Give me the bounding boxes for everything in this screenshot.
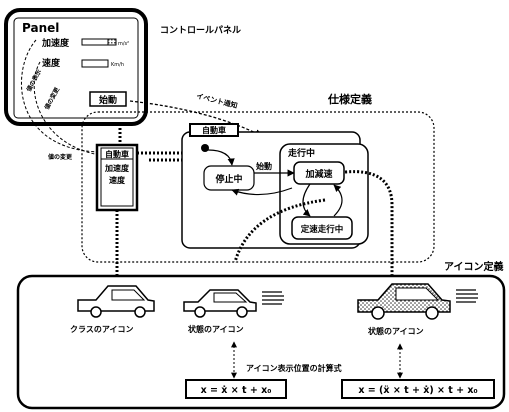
formula-2-text: x = (ẍ × t + ẋ) × t + x₀ — [358, 385, 477, 396]
class-attr-accel: 加速度 — [104, 163, 130, 173]
cruise-to-icon-link — [233, 198, 326, 263]
initial-transition — [207, 149, 235, 166]
state-running-label: 走行中 — [287, 147, 315, 159]
accel-to-cruise — [302, 183, 311, 217]
speed-lines-icon-1 — [262, 291, 284, 305]
car-tab-label: 自動車 — [202, 125, 226, 135]
state-car-icon-2 — [357, 283, 478, 320]
value-change-label-mid: 値の変更 — [47, 153, 73, 161]
class-attr-speed: 速度 — [109, 175, 126, 185]
start-event-label: 始動 — [256, 161, 272, 171]
formula-box-1: x = ẋ × t + x₀ — [185, 379, 287, 399]
speed-lines-icon-2 — [456, 289, 478, 303]
state-accelerating: 加減速 — [293, 161, 345, 185]
state-machine-car: 自動車 停止中 走行中 加減速 定速走行中 始動 — [181, 123, 369, 249]
start-button[interactable]: 始動 — [89, 91, 127, 107]
state-cruising-label: 定速走行中 — [300, 224, 344, 235]
speed-field[interactable] — [81, 59, 109, 68]
class-box-car: 自動車 加速度 速度 — [95, 143, 139, 212]
speed-label: 速度 — [42, 57, 61, 69]
stop-transition — [231, 187, 293, 196]
start-button-label: 始動 — [99, 94, 117, 106]
panel-title: Panel — [22, 21, 59, 35]
class-car-icon — [77, 285, 155, 318]
spec-definition-title: 仕様定義 — [327, 92, 372, 106]
cruise-to-accel — [333, 184, 343, 217]
accel-unit: m/s² — [118, 41, 129, 47]
formula-box-2: x = (ẍ × t + ẋ) × t + x₀ — [341, 379, 495, 399]
state-accelerating-label: 加減速 — [304, 168, 332, 180]
spec-definition-boundary — [81, 111, 435, 263]
class-box-title: 自動車 — [105, 149, 129, 159]
class-icon-label: クラスのアイコン — [70, 324, 133, 334]
state-icon-label-2: 状態のアイコン — [368, 326, 424, 336]
accel-label: 加速度 — [41, 37, 70, 49]
icon-definition-title: アイコン定義 — [444, 260, 504, 273]
control-panel-section-label: コントロールパネル — [160, 24, 241, 36]
state-cruising: 定速走行中 — [291, 216, 353, 240]
formula-title: アイコン表示位置の計算式 — [246, 363, 342, 373]
event-notify-label: イベント通知 — [196, 91, 239, 110]
event-notify-arrow — [129, 100, 263, 137]
control-panel-window: Panel 加速度 m/s² 速度 Km/h 始動 — [4, 8, 148, 126]
state-car-icon-1 — [183, 289, 284, 318]
value-change-path — [33, 61, 101, 156]
initial-state-dot — [201, 144, 209, 152]
state-icon-label-1: 状態のアイコン — [188, 324, 244, 334]
state-stopped-label: 停止中 — [215, 173, 242, 185]
value-display-path — [20, 39, 101, 153]
formula-1-text: x = ẋ × t + x₀ — [201, 385, 272, 396]
speed-unit: Km/h — [111, 62, 124, 68]
accel-to-icon-link — [344, 170, 394, 296]
accel-slider[interactable] — [81, 38, 117, 46]
state-stopped: 停止中 — [203, 165, 255, 191]
